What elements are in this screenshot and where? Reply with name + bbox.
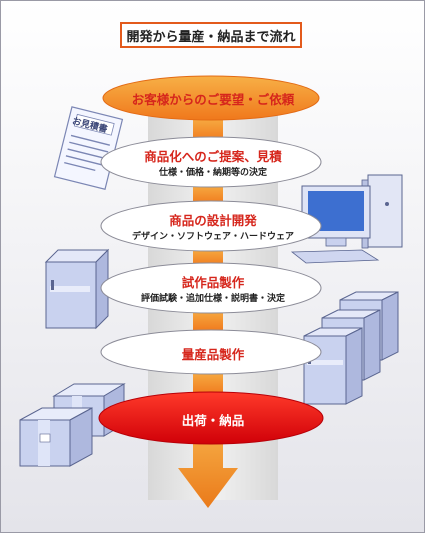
stage-oval-2 xyxy=(100,136,322,188)
stage-5-label: 量産品製作 xyxy=(181,347,245,362)
stage-4-sub: 評価試験・追加仕様・説明書・決定 xyxy=(140,294,285,304)
final-arrow xyxy=(178,440,238,508)
page-title: 開発から量産・納品まで流れ xyxy=(120,22,302,48)
stage-oval-6 xyxy=(98,391,324,445)
stage-3-sub: デザイン・ソフトウェア・ハードウェア xyxy=(131,232,294,242)
stage-2-sub: 仕様・価格・納期等の決定 xyxy=(158,168,267,178)
page-title-text: 開発から量産・納品まで流れ xyxy=(126,29,296,45)
stage-4-label: 試作品製作 xyxy=(181,275,245,290)
stage-2-label: 商品化へのご提案、見積 xyxy=(144,149,282,164)
server-rack-icon xyxy=(303,291,399,405)
stage-oval-1 xyxy=(102,75,320,121)
stage-1-label: お客様からのご要望・ご依頼 xyxy=(131,92,295,107)
stage-oval-5 xyxy=(100,329,322,375)
stage-3-label: 商品の設計開発 xyxy=(169,213,257,228)
stage-oval-3 xyxy=(100,200,322,252)
stage-oval-4 xyxy=(100,262,322,314)
cabinet-icon xyxy=(44,248,110,330)
stage-6-label: 出荷・納品 xyxy=(181,413,245,428)
